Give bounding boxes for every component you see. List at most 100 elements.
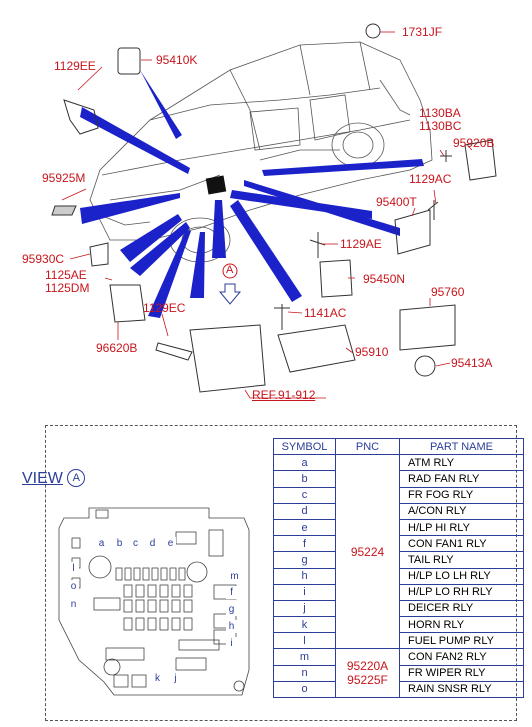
symbol-cell: a: [273, 454, 336, 472]
label-96620b: 96620B: [96, 341, 138, 355]
label-95450n: 95450N: [363, 272, 406, 286]
symbol-cell: m: [273, 648, 336, 666]
part-cell: TAIL RLY: [399, 551, 524, 569]
fuse-label-g: g: [226, 603, 237, 616]
part-cell: A/CON RLY: [399, 502, 524, 520]
symbol-cell: o: [273, 680, 336, 699]
battery-95413a: [414, 355, 436, 377]
part-cell: ATM RLY: [399, 454, 524, 472]
fuse-label-b: b: [114, 537, 125, 550]
part-cell: CON FAN1 RLY: [399, 535, 524, 553]
engine-room-box: [205, 175, 227, 195]
bolt-1141ac: [274, 304, 290, 330]
pnc-sub1: 95220A: [346, 659, 389, 674]
view-circle: A: [67, 469, 86, 487]
sensor-95920b: [464, 139, 497, 181]
switch-95410k: [117, 47, 141, 75]
callout-a-letter: A: [226, 264, 234, 276]
symbol-cell: g: [273, 551, 336, 569]
symbol-cell: n: [273, 664, 336, 682]
fuse-label-a: a: [96, 537, 107, 550]
header-symbol: SYMBOL: [273, 437, 336, 456]
junction-box: [189, 324, 266, 393]
symbol-cell: c: [273, 486, 336, 504]
label-1731jf: 1731JF: [402, 25, 443, 39]
table-row: c FR FOG RLY: [273, 486, 524, 504]
fuse-label-d: d: [147, 537, 158, 550]
pad-95925m: [51, 205, 77, 216]
symbol-cell: e: [273, 518, 336, 537]
fuse-label-f: f: [226, 586, 237, 599]
label-1129ac: 1129AC: [409, 172, 452, 186]
part-cell: FR FOG RLY: [399, 486, 524, 504]
exploded-diagram: [51, 23, 497, 399]
label-95910: 95910: [355, 345, 389, 359]
callout-a-circle: [222, 263, 238, 279]
header-part-name: PART NAME: [399, 437, 524, 456]
symbol-cell: j: [273, 599, 336, 618]
fuse-label-o: o: [68, 580, 79, 593]
unit-95910: [277, 324, 356, 373]
pnc-sub2: 95225F: [347, 673, 388, 688]
symbol-cell: i: [273, 583, 336, 601]
symbol-cell: h: [273, 567, 336, 585]
bracket-1129ee: [63, 99, 99, 135]
pnc-cell: 95224: [335, 454, 400, 650]
part-cell: DEICER RLY: [399, 599, 524, 618]
symbol-cell: f: [273, 535, 336, 553]
leader-lines: [80, 70, 424, 318]
symbol-cell: d: [273, 502, 336, 520]
label-95920b: 95920B: [453, 136, 495, 150]
symbol-cell: b: [273, 470, 336, 488]
fuse-label-j: j: [170, 672, 181, 685]
part-cell: HORN RLY: [399, 616, 524, 634]
fuse-label-c: c: [130, 537, 141, 550]
label-95760: 95760: [431, 285, 465, 299]
bolt-1129ac: [427, 200, 439, 220]
label-95410k: 95410K: [156, 53, 198, 67]
label-95413a: 95413A: [451, 356, 493, 370]
fuse-label-k: k: [152, 672, 163, 685]
part-cell: H/LP LO LH RLY: [399, 567, 524, 585]
table-row: d A/CON RLY: [273, 502, 524, 520]
label-95400t: 95400T: [376, 195, 417, 209]
reference-link[interactable]: REF.91-912: [252, 388, 316, 402]
label-1129ee: 1129EE: [54, 59, 96, 73]
grommet-1731jf: [365, 23, 381, 39]
symbol-cell: k: [273, 616, 336, 634]
view-title: VIEW A: [22, 469, 86, 488]
label-95925m: 95925M: [42, 171, 86, 185]
view-label: VIEW: [22, 470, 63, 487]
component-shapes: [51, 23, 497, 393]
symbol-cell: l: [273, 632, 336, 650]
label-1125ae: 1125AE: [45, 268, 87, 282]
fuse-box-drawing: [58, 507, 250, 696]
label-1125dm: 1125DM: [45, 281, 90, 295]
label-1129ae: 1129AE: [340, 237, 382, 251]
table-row: o RAIN SNSR RLY: [273, 680, 524, 699]
bracket-1129ec: [155, 342, 193, 361]
fuse-label-l: l: [68, 562, 79, 575]
fuse-label-e: e: [165, 537, 176, 550]
label-1129ec: 1129EC: [143, 301, 186, 315]
part-cell: H/LP HI RLY: [399, 518, 524, 537]
header-pnc: PNC: [335, 437, 400, 456]
table-row: b RAD FAN RLY: [273, 470, 524, 488]
part-cell: RAIN SNSR RLY: [399, 680, 524, 699]
horn-96620b: [109, 284, 146, 323]
fuse-label-h: h: [226, 620, 237, 633]
fuse-label-i: i: [226, 637, 237, 650]
part-cell: H/LP LO RH RLY: [399, 583, 524, 601]
part-cell: RAD FAN RLY: [399, 470, 524, 488]
part-cell: CON FAN2 RLY: [399, 648, 524, 666]
fuse-label-n: n: [68, 598, 79, 611]
label-1130ba: 1130BA: [419, 106, 461, 120]
module-95400t: [394, 209, 431, 255]
bolt-1130ba: [440, 150, 452, 162]
fuse-box-outline: [58, 507, 250, 696]
